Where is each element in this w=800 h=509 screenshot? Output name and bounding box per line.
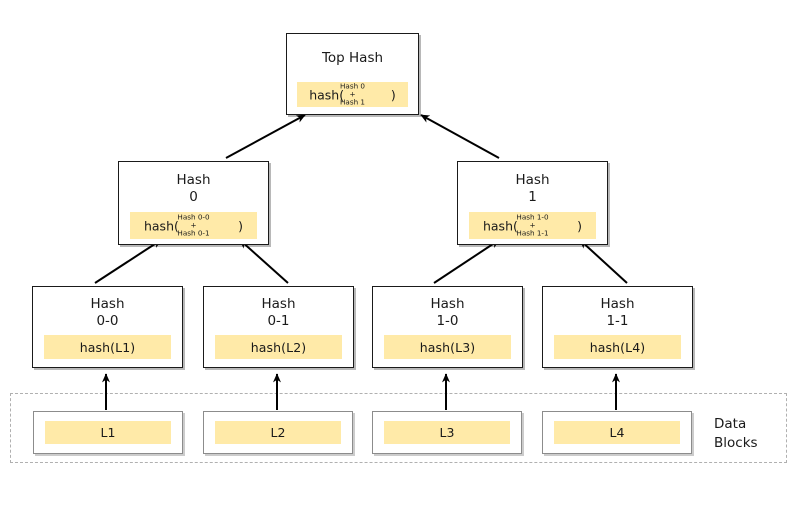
node-hash-1-1[interactable]: Hash 1-1 hash(L4) [542, 286, 693, 368]
arrow-hash1-to-tophash [420, 114, 500, 159]
data-block-l2-label: L2 [215, 421, 341, 444]
data-blocks-region-label: Data Blocks [714, 416, 758, 451]
node-hash-1-1-title: Hash 1-1 [600, 296, 635, 329]
top-hash-fn-close: ) [390, 87, 396, 102]
node-top-hash-band: hash( Hash 0 + Hash 1 ) [297, 80, 408, 107]
data-block-l1[interactable]: L1 [33, 411, 183, 454]
arrow-group-branches-to-root [225, 114, 500, 159]
node-hash-1-0[interactable]: Hash 1-0 hash(L3) [372, 286, 523, 368]
top-hash-fn-open: hash( [309, 87, 345, 102]
node-hash-1-1-band: hash(L4) [554, 335, 681, 359]
arrow-hash11-to-hash1 [579, 239, 628, 284]
top-hash-fn-args: Hash 0 + Hash 1 [340, 80, 365, 107]
node-hash-0-1-band: hash(L2) [215, 335, 342, 359]
hash-1-fn-close: ) [577, 218, 583, 233]
arrow-hash01-to-hash0 [239, 239, 289, 284]
node-hash-1-0-band: hash(L3) [384, 335, 511, 359]
arrow-group-leafhashes-to-branches [94, 239, 628, 284]
data-blocks-region [10, 393, 787, 463]
arrow-hash10-to-hash1 [433, 239, 500, 284]
data-block-l1-label: L1 [45, 421, 171, 444]
node-hash-0-0-band: hash(L1) [44, 335, 171, 359]
node-hash-1-title: Hash 1 [515, 172, 550, 205]
node-hash-1[interactable]: Hash 1 hash( Hash 1-0 + Hash 1-1 ) [457, 161, 608, 245]
hash-0-fn-open: hash( [143, 218, 179, 233]
node-hash-0-0-title: Hash 0-0 [90, 296, 125, 329]
hash-0-fn-args: Hash 0-0 + Hash 0-1 [177, 211, 210, 238]
node-hash-0[interactable]: Hash 0 hash( Hash 0-0 + Hash 0-1 ) [118, 161, 269, 245]
node-top-hash[interactable]: Top Hash hash( Hash 0 + Hash 1 ) [286, 33, 419, 115]
node-hash-0-title: Hash 0 [176, 172, 211, 205]
data-block-l2[interactable]: L2 [203, 411, 353, 454]
node-hash-0-band: hash( Hash 0-0 + Hash 0-1 ) [130, 212, 257, 239]
data-block-l4[interactable]: L4 [542, 411, 692, 454]
node-hash-1-band: hash( Hash 1-0 + Hash 1-1 ) [469, 212, 596, 239]
hash-1-fn-open: hash( [482, 218, 518, 233]
node-hash-1-0-title: Hash 1-0 [430, 296, 465, 329]
data-block-l3-label: L3 [384, 421, 510, 444]
arrow-hash00-to-hash0 [94, 239, 162, 284]
hash-0-fn-close: ) [238, 218, 244, 233]
data-block-l3[interactable]: L3 [372, 411, 522, 454]
node-hash-0-0[interactable]: Hash 0-0 hash(L1) [32, 286, 183, 368]
node-top-hash-title: Top Hash [321, 50, 384, 66]
hash-1-fn-args: Hash 1-0 + Hash 1-1 [516, 211, 549, 238]
arrow-hash0-to-tophash [225, 114, 306, 159]
node-hash-0-1[interactable]: Hash 0-1 hash(L2) [203, 286, 354, 368]
node-hash-0-1-title: Hash 0-1 [261, 296, 296, 329]
data-block-l4-label: L4 [554, 421, 680, 444]
